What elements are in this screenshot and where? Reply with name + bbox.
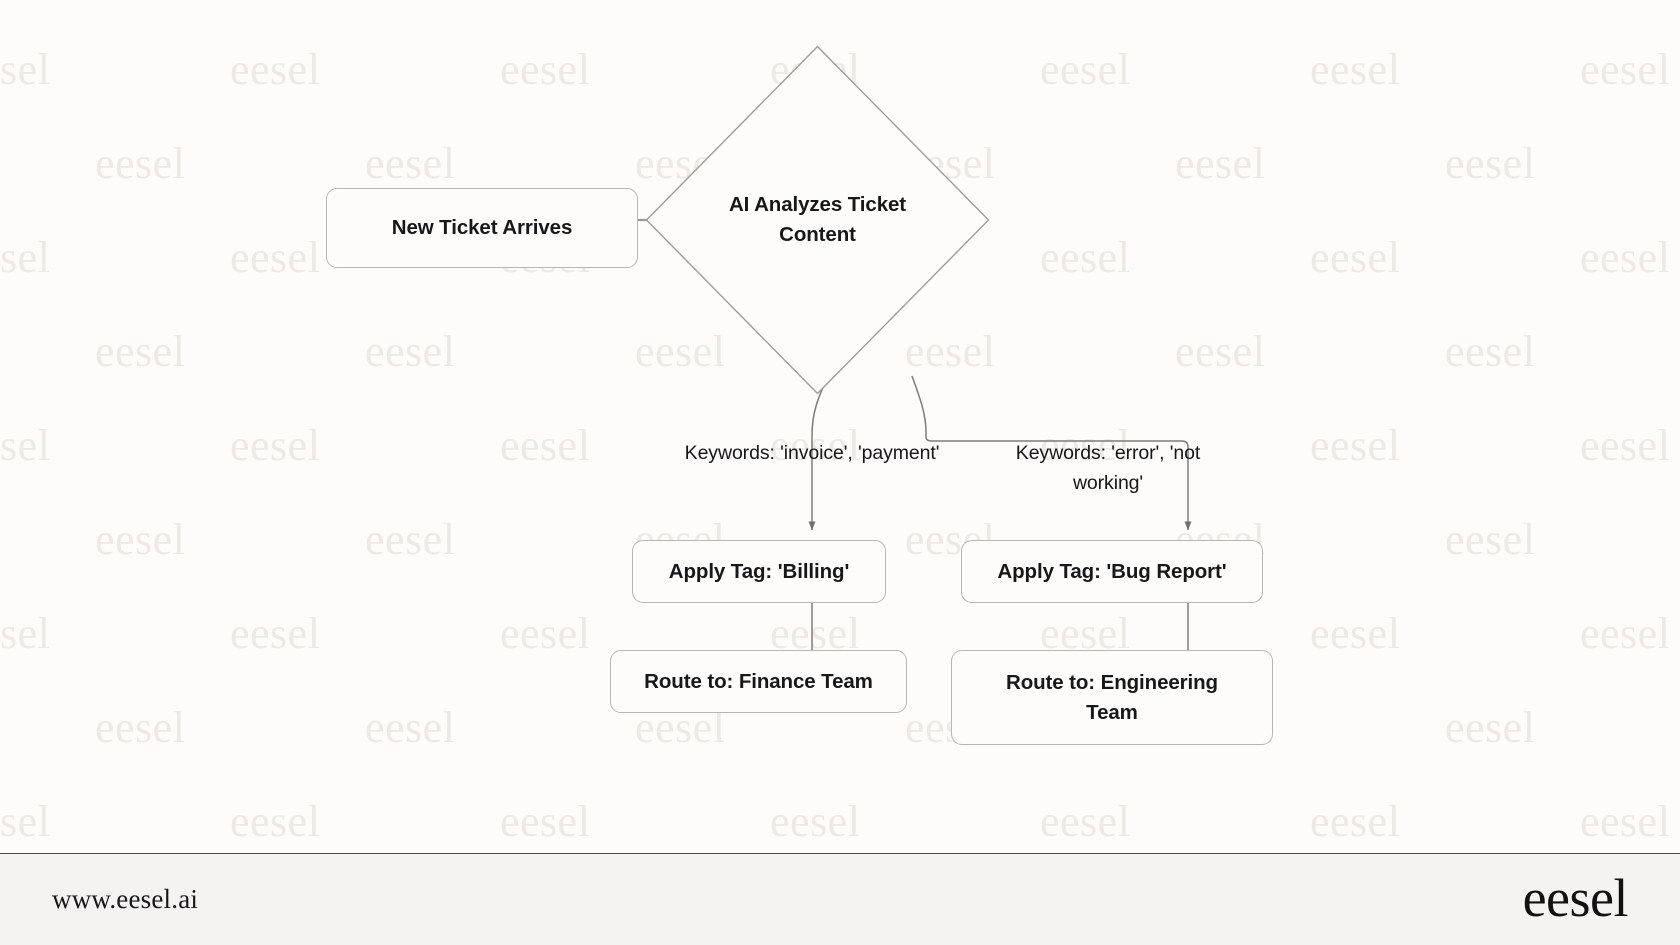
- node-label: AI Analyzes Ticket Content: [728, 193, 907, 246]
- node-route-to-engineering-team[interactable]: Route to: Engineering Team: [951, 650, 1273, 745]
- node-ai-analyzes-ticket-content[interactable]: AI Analyzes Ticket Content: [645, 45, 990, 395]
- edge-label-invoice-payment: Keywords: 'invoice', 'payment': [684, 442, 940, 464]
- node-label: Route to: Finance Team: [644, 669, 873, 693]
- footer-bar: www.eesel.ai eesel: [0, 853, 1680, 945]
- node-apply-tag-bug-report[interactable]: Apply Tag: 'Bug Report': [961, 540, 1263, 603]
- node-label: Apply Tag: 'Bug Report': [997, 559, 1227, 583]
- node-label: New Ticket Arrives: [391, 216, 573, 240]
- node-new-ticket-arrives[interactable]: New Ticket Arrives: [326, 188, 638, 268]
- edge-label-error-not-working: Keywords: 'error', 'not working': [1015, 442, 1201, 495]
- diagram-canvas: New Ticket Arrives AI Analyzes Ticket Co…: [326, 45, 1273, 745]
- eesel-logo: eesel: [1522, 867, 1629, 928]
- node-route-to-finance-team[interactable]: Route to: Finance Team: [610, 650, 907, 713]
- footer-url[interactable]: www.eesel.ai: [52, 884, 199, 914]
- node-label: Apply Tag: 'Billing': [668, 559, 850, 583]
- node-apply-tag-billing[interactable]: Apply Tag: 'Billing': [632, 540, 886, 603]
- node-label: Route to: Engineering Team: [1005, 671, 1218, 724]
